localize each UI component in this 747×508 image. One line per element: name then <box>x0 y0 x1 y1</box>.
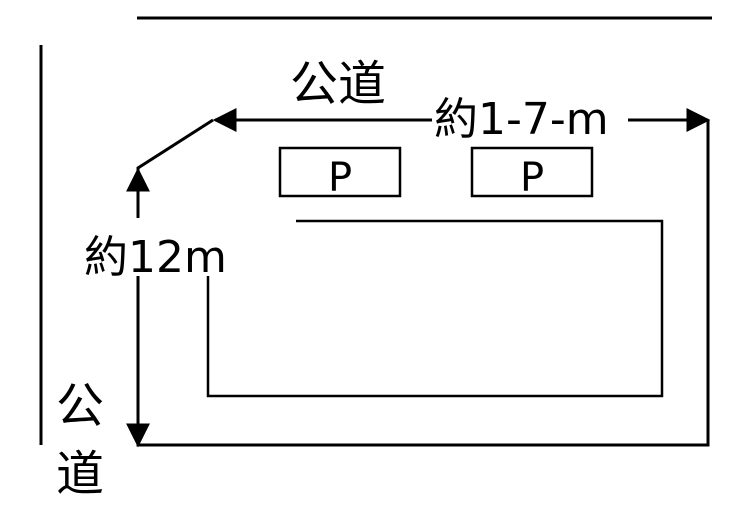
building-rect <box>206 219 664 398</box>
road-label-top: 公道 <box>290 56 386 112</box>
width-label: 約1-7-m <box>434 94 609 145</box>
road-label-left-1: 公 <box>56 378 104 434</box>
depth-label: 約12m <box>84 232 227 283</box>
parking-space-2 <box>470 146 594 198</box>
parking-label-1: P <box>328 155 352 201</box>
parking-space-1 <box>278 146 402 198</box>
road-label-left-2: 道 <box>56 446 104 502</box>
parking-label-2: P <box>520 155 544 201</box>
